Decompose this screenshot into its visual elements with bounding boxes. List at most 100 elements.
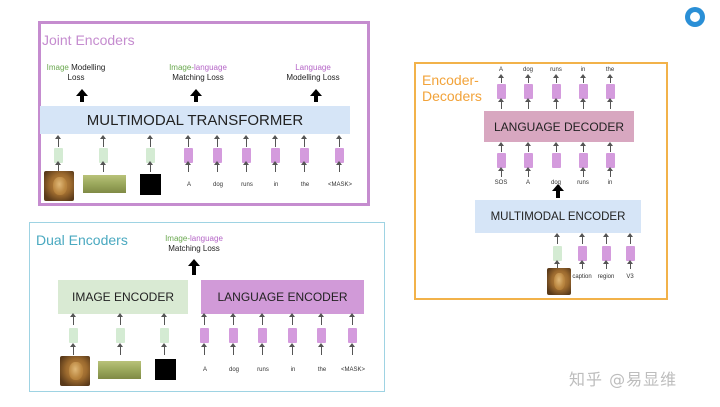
input-arrow (318, 313, 324, 325)
language-word: Language (295, 63, 331, 72)
decoder-input-word: SOS (494, 180, 508, 186)
decoder-input-arrow (580, 142, 586, 152)
encoder-decoders-title-line1: Encoder- (422, 72, 479, 88)
encoder-text-token (578, 246, 587, 261)
decoder-input-arrow (525, 167, 531, 177)
word-label: the (317, 367, 327, 373)
input-arrow (100, 161, 106, 172)
output-token (497, 84, 506, 99)
text-token (335, 148, 344, 163)
image-encoder-box: IMAGE ENCODER (58, 280, 188, 314)
multimodal-encoder-box: MULTIMODAL ENCODER (475, 200, 641, 233)
input-arrow (259, 343, 265, 355)
encoder-input-arrow (627, 233, 633, 244)
loss-word: Loss (67, 73, 85, 82)
input-arrow (289, 313, 295, 325)
decoder-input-token (606, 153, 615, 168)
input-arrow (349, 313, 355, 325)
language-modelling-loss-label: Language Modelling Loss (278, 63, 348, 83)
input-arrow (55, 161, 61, 172)
output-arrow (310, 89, 322, 102)
dual-encoders-title: Dual Encoders (36, 232, 128, 248)
decoder-output-arrow (580, 98, 586, 109)
decoder-output-arrow (498, 98, 504, 109)
matching-loss-word: Matching Loss (172, 73, 224, 82)
input-arrow (243, 135, 249, 147)
encoder-text-token (602, 246, 611, 261)
input-arrow (201, 343, 207, 355)
output-arrow (525, 74, 531, 83)
input-arrow (117, 313, 123, 325)
encoder-image-token (553, 246, 562, 261)
text-token (317, 328, 326, 343)
encoder-input-arrow (554, 260, 560, 269)
text-token (242, 148, 251, 163)
input-arrow (272, 161, 278, 172)
dual-encoders-panel: Dual Encoders (29, 222, 385, 392)
input-arrow (117, 343, 123, 355)
decoder-input-arrow (607, 167, 613, 177)
input-arrow (55, 135, 61, 147)
text-token (348, 328, 357, 343)
matching-loss-word: Matching Loss (168, 244, 220, 253)
decoder-input-token (552, 153, 561, 168)
encoder-output-arrow (552, 184, 564, 198)
input-arrow (214, 161, 220, 172)
output-token (606, 84, 615, 99)
image-token (54, 148, 63, 163)
output-arrow (607, 74, 613, 83)
encoder-input-word: V3 (626, 274, 634, 280)
input-arrow (161, 343, 167, 355)
image-language-matching-loss-label: Image-language Matching Loss (158, 63, 238, 83)
masked-image-patch (155, 359, 176, 380)
decoder-input-token (497, 153, 506, 168)
decoder-input-arrow (580, 167, 586, 177)
input-arrow (301, 135, 307, 147)
joint-encoders-title: Joint Encoders (42, 32, 135, 48)
output-arrow (76, 89, 88, 102)
text-token (229, 328, 238, 343)
input-arrow (185, 135, 191, 147)
decoder-output-arrow (607, 98, 613, 109)
input-arrow (214, 135, 220, 147)
input-arrow (147, 135, 153, 147)
text-token (300, 148, 309, 163)
decoder-input-word: A (525, 180, 530, 186)
decoder-input-arrow (498, 142, 504, 152)
decoder-output-arrow (553, 98, 559, 109)
dog-field-image (98, 361, 141, 379)
output-arrow (580, 74, 586, 83)
image-token (160, 328, 169, 343)
input-arrow (185, 161, 191, 172)
language-word: language (189, 234, 223, 243)
decoder-input-word: in (607, 180, 613, 186)
joint-encoders-panel: Joint Encoders (38, 21, 370, 206)
image-word: Image- (169, 63, 194, 72)
text-token (184, 148, 193, 163)
dog-field-image (83, 175, 126, 193)
multimodal-transformer-box: MULTIMODAL TRANSFORMER (40, 106, 350, 134)
output-token (524, 84, 533, 99)
encoder-input-arrow (579, 233, 585, 244)
input-arrow (243, 161, 249, 172)
input-arrow (201, 313, 207, 325)
output-arrow (188, 259, 200, 275)
word-label: in (290, 367, 296, 373)
dog-image (60, 356, 90, 386)
decoder-input-arrow (525, 142, 531, 152)
masked-image-patch (140, 174, 161, 195)
input-arrow (259, 313, 265, 325)
input-arrow (230, 313, 236, 325)
word-label: the (300, 182, 310, 188)
text-token (271, 148, 280, 163)
image-token (146, 148, 155, 163)
output-word-label: the (605, 67, 615, 73)
image-modelling-loss-label: Image Modelling Loss (44, 63, 108, 83)
encoder-input-arrow (603, 260, 609, 269)
input-arrow (147, 161, 153, 172)
watermark-text: 知乎 @易显维 (569, 370, 678, 389)
image-language-matching-loss-label: Image-language Matching Loss (152, 234, 236, 254)
input-arrow (318, 343, 324, 355)
encoder-input-arrow (554, 233, 560, 244)
